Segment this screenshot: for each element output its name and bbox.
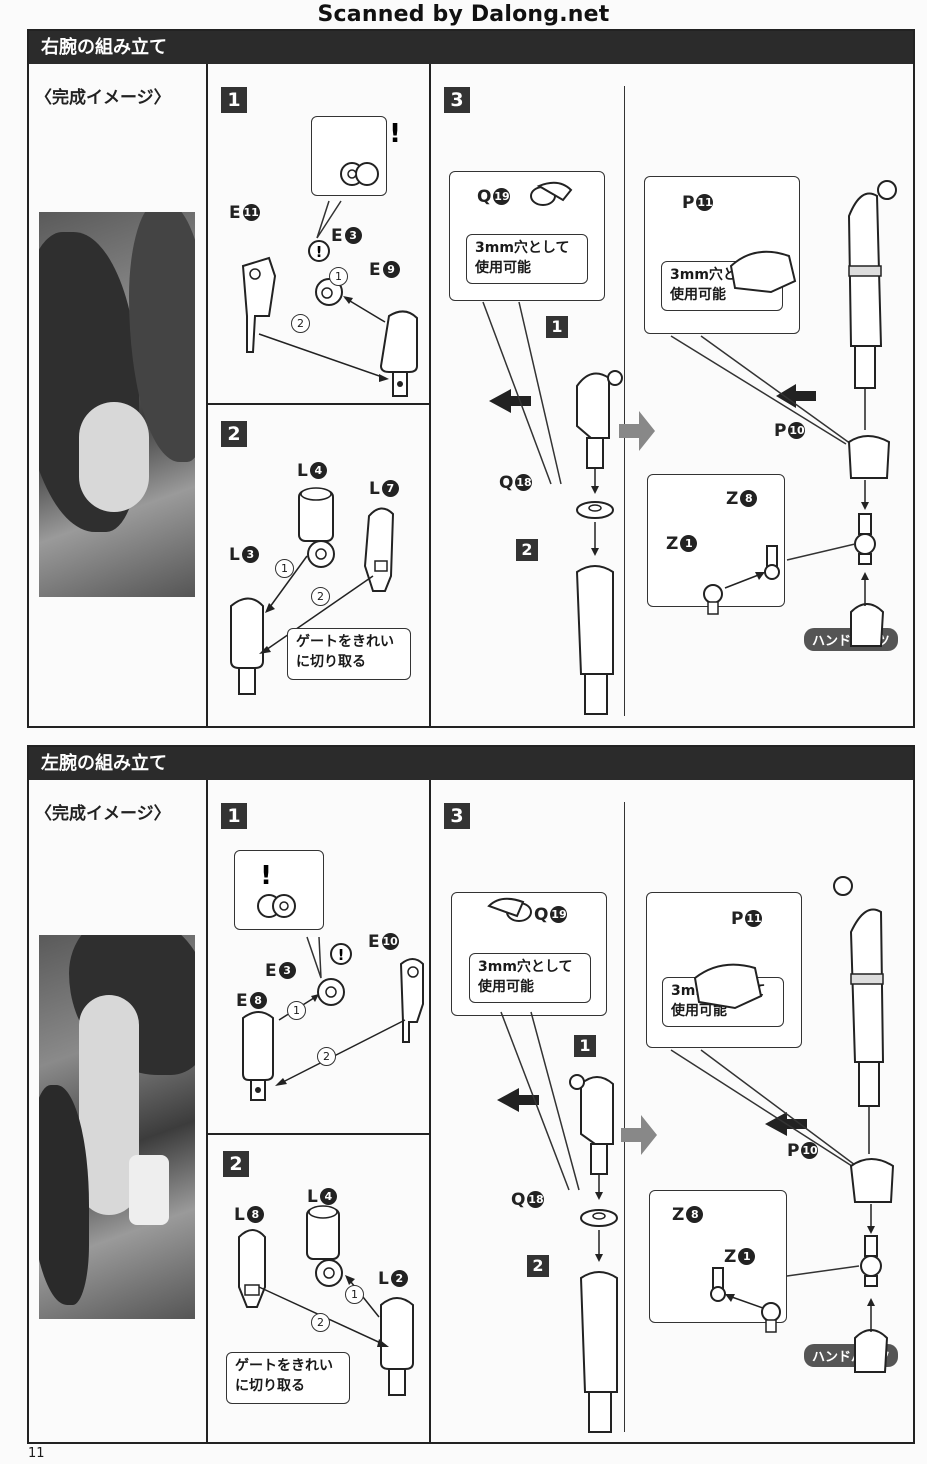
gate-cut-note: ゲートをきれい に切り取る xyxy=(287,628,411,680)
order-2: 2 xyxy=(291,314,310,333)
step-3-badge: 3 xyxy=(444,803,470,829)
section-title: 右腕の組み立て xyxy=(29,31,913,64)
gate-cut-note: ゲートをきれい に切り取る xyxy=(226,1352,350,1404)
hole-note: 3mm穴として 使用可能 xyxy=(466,234,588,284)
step2-illustration xyxy=(238,1205,414,1396)
sub-step-1: 1 xyxy=(574,1035,596,1057)
finished-image-label: 〈完成イメージ〉 xyxy=(35,804,171,824)
order-1: 1 xyxy=(287,1001,306,1020)
hole-note: 3mm穴として 使用可能 xyxy=(469,953,591,1003)
step-3-badge: 3 xyxy=(444,87,470,113)
finished-image-photo xyxy=(39,935,195,1319)
sub-step-1: 1 xyxy=(546,316,568,338)
step1-illustration: ! ! xyxy=(241,119,418,397)
finished-image-label: 〈完成イメージ〉 xyxy=(35,88,171,108)
step-1-badge: 1 xyxy=(221,87,247,113)
svg-text:!: ! xyxy=(389,119,401,149)
warning-callout xyxy=(234,850,324,930)
step2-illustration xyxy=(230,487,395,695)
order-2: 2 xyxy=(317,1047,336,1066)
sub-step-2: 2 xyxy=(527,1255,549,1277)
step-1-badge: 1 xyxy=(221,803,247,829)
page-number: 11 xyxy=(28,1446,45,1461)
watermark-text: Scanned by Dalong.net xyxy=(317,2,610,27)
svg-text:!: ! xyxy=(260,861,272,891)
step1-illustration: ! ! xyxy=(242,861,424,1101)
step-2-badge: 2 xyxy=(223,1151,249,1177)
order-2: 2 xyxy=(311,587,330,606)
step3-illustration xyxy=(487,876,895,1433)
order-1: 1 xyxy=(275,559,294,578)
svg-text:!: ! xyxy=(338,946,345,964)
step3-illustration xyxy=(482,180,897,715)
svg-text:!: ! xyxy=(316,243,323,261)
step-2-badge: 2 xyxy=(221,421,247,447)
section-title: 左腕の組み立て xyxy=(29,747,913,780)
finished-image-photo xyxy=(39,212,195,597)
order-1: 1 xyxy=(345,1285,364,1304)
sub-step-2: 2 xyxy=(516,539,538,561)
order-2: 2 xyxy=(311,1313,330,1332)
order-1: 1 xyxy=(329,267,348,286)
